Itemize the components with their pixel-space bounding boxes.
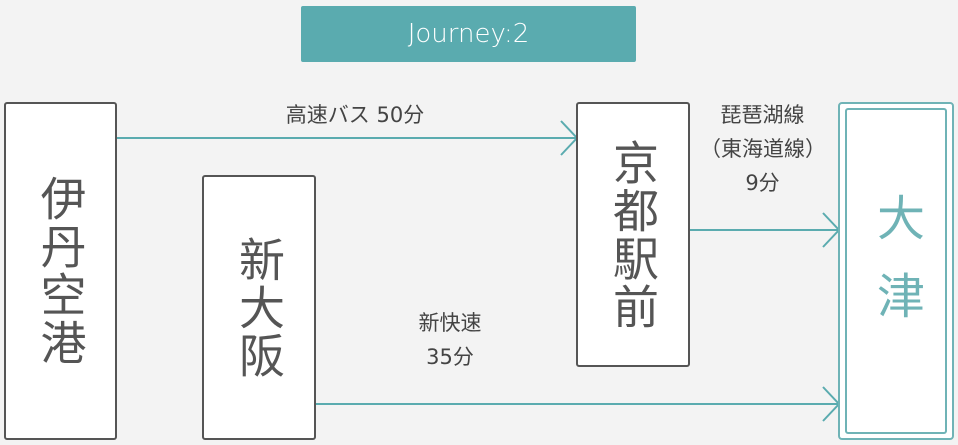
station-name: 伊丹空港 (33, 175, 88, 367)
station-otsu: 大津 (845, 108, 947, 434)
biwako-route-arrow (690, 212, 841, 248)
biwako-route-label: 琵琶湖線 （東海道線） 9分 (700, 98, 826, 200)
rapid-route-arrow (316, 386, 841, 422)
biwako-line-name: 琵琶湖線 (720, 103, 805, 127)
journey-title: Journey:2 (301, 6, 636, 62)
rapid-route-label: 新快速 35分 (390, 306, 510, 374)
station-name: 大津 (868, 193, 924, 349)
station-itami-airport: 伊丹空港 (4, 102, 117, 440)
rapid-travel-time: 35分 (426, 345, 474, 369)
biwako-line-alt-name: （東海道線） (700, 137, 826, 161)
station-name: 京都駅前 (606, 138, 660, 331)
station-name: 新大阪 (232, 235, 286, 380)
station-shin-osaka: 新大阪 (202, 175, 316, 440)
biwako-travel-time: 9分 (745, 171, 780, 195)
bus-route-label: 高速バス 50分 (285, 103, 425, 127)
rapid-line-name: 新快速 (418, 311, 482, 335)
station-kyoto: 京都駅前 (576, 102, 690, 367)
